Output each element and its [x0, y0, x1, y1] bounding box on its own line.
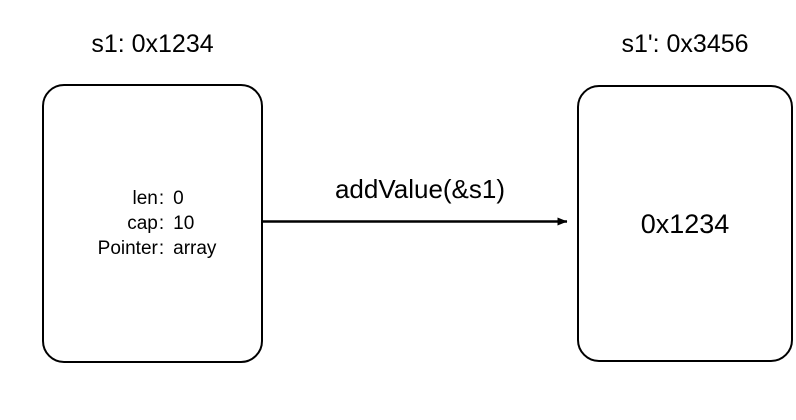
edge-arrow-s1-to-s1prime	[263, 217, 568, 226]
struct-field-len-value: 0	[173, 188, 184, 209]
struct-field-cap-value: 10	[173, 213, 195, 234]
struct-field-cap-colon: :	[158, 213, 165, 234]
node-box-s1[interactable]: len : 0 cap : 10 Pointer : array	[42, 84, 263, 363]
struct-field-len-colon: :	[158, 188, 165, 209]
node-title-s1-prime: s1': 0x3456	[621, 30, 749, 58]
struct-field-len: len : 0	[72, 186, 233, 211]
struct-field-cap: cap : 10	[72, 211, 233, 236]
struct-field-pointer: Pointer : array	[72, 236, 233, 261]
struct-field-len-key: len	[132, 188, 158, 209]
struct-field-pointer-value: array	[173, 238, 217, 259]
edge-label-addvalue: addValue(&s1)	[334, 174, 506, 204]
node-value-s1-prime: 0x1234	[640, 208, 730, 239]
struct-field-list: len : 0 cap : 10 Pointer : array	[44, 86, 261, 361]
struct-field-cap-key: cap	[127, 213, 158, 234]
node-box-s1-prime[interactable]: 0x1234	[577, 85, 793, 362]
struct-field-pointer-colon: :	[158, 238, 165, 259]
node-title-s1: s1: 0x1234	[91, 30, 214, 58]
struct-field-pointer-key: Pointer	[97, 238, 158, 259]
